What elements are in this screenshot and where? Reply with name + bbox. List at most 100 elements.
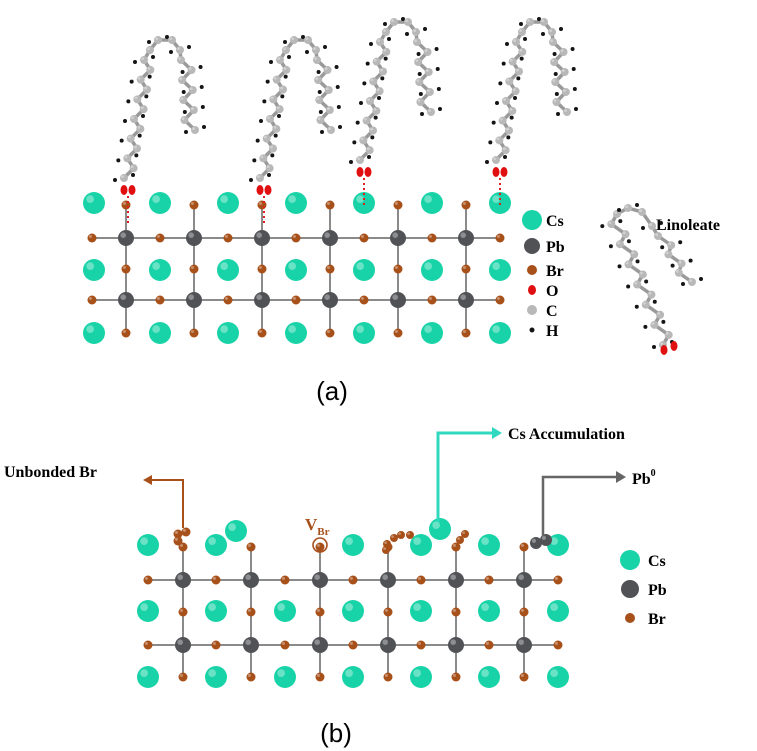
ligand-2-carbon-shine	[276, 106, 280, 110]
ligand-2-carbon	[316, 116, 325, 124]
free-linoleate-carbon-shine	[676, 270, 679, 273]
br-atom	[383, 672, 393, 682]
ligand-4-hydrogen	[506, 135, 511, 140]
ligand-1-carbon	[146, 46, 154, 54]
cs-atom-shine	[140, 603, 148, 612]
pb-atom	[118, 230, 134, 246]
ligand-3-carbon-shine	[377, 39, 380, 42]
pb-atom	[380, 637, 396, 653]
ligand-4-hydrogen	[541, 32, 545, 36]
br-atom	[246, 672, 256, 682]
br-atom-shine	[452, 673, 456, 677]
ligand-1-carbon	[133, 144, 141, 153]
pb0-label-main: Pb	[632, 471, 651, 488]
ligand-4-hydrogen	[554, 92, 559, 96]
ligand-3-carbon-shine	[367, 98, 370, 101]
ligand-3-carbon-shine	[416, 79, 420, 82]
ligand-2-carbon	[269, 95, 278, 104]
br-atom-shine	[496, 296, 500, 300]
cs-atom-shine	[481, 603, 489, 612]
pb-atom-shine	[460, 294, 467, 301]
pb-atom-shine	[324, 232, 331, 238]
free-linoleate-carbon	[621, 230, 630, 239]
cs-atom-surface	[342, 534, 364, 556]
cs-atom-surface-shine	[550, 537, 559, 546]
cs-atom-shine	[152, 195, 160, 203]
ligand-2-carbon-shine	[325, 87, 329, 90]
ligand-2-hydrogen	[335, 85, 340, 89]
cs-atom	[478, 600, 500, 622]
pb0-atom-shine	[541, 535, 547, 541]
ligand-2-hydrogen	[305, 50, 309, 54]
free-linoleate-carbon-shine	[608, 221, 612, 225]
legend-pb-symbol	[524, 238, 540, 254]
ligand-4-carbon-shine	[509, 58, 513, 62]
ligand-1-carbon-shine	[137, 76, 141, 80]
ligand-1-carbon-shine	[147, 47, 151, 50]
ligand-2-carbon	[282, 46, 290, 54]
free-linoleate-carbon-shine	[678, 260, 682, 264]
br-atom	[291, 295, 301, 305]
pb-atom	[186, 230, 202, 246]
free-linoleate-carbon-shine	[614, 211, 617, 215]
br-atom-shine	[258, 329, 262, 333]
ligand-2-carbon-shine	[280, 86, 283, 90]
pb-atom	[243, 637, 259, 653]
ligand-4-carbon-shine	[552, 79, 556, 82]
ligand-2-hydrogen	[269, 60, 273, 64]
ligand-3-hydrogen	[369, 42, 373, 46]
ligand-1-carbon-shine	[127, 135, 131, 139]
pb-atom-shine	[256, 294, 263, 301]
ligand-2-carbon	[272, 124, 281, 133]
ligand-3-carbon	[424, 68, 433, 76]
pb0-atom-shine	[531, 538, 537, 544]
ligand-3-carbon-shine	[380, 68, 383, 72]
free-linoleate-hydrogen	[635, 259, 640, 264]
br-atom	[291, 233, 301, 243]
ligand-4-hydrogen	[495, 101, 499, 105]
ligand-1-hydrogen	[133, 60, 137, 64]
cs-atom-shine	[208, 603, 216, 612]
ligand-2-hydrogen	[280, 94, 285, 99]
ligand-3-carbon-shine	[405, 19, 408, 22]
free-linoleate-hydrogen	[699, 277, 703, 281]
ligand-1-carbon	[188, 86, 197, 94]
cs-atom-shine	[424, 262, 432, 270]
legend-b-pb-symbol	[621, 580, 639, 598]
ligand-1-hydrogen	[169, 50, 173, 54]
cs-atom-shine	[550, 669, 559, 678]
pb-atom	[390, 292, 406, 308]
ligand-4-hydrogen	[498, 81, 503, 86]
br-atom-shine	[316, 608, 320, 612]
br-atom	[519, 542, 529, 552]
pb-atom	[312, 572, 328, 588]
pb-atom	[312, 637, 328, 653]
free-linoleate-carbon	[688, 278, 696, 286]
cs-atom	[137, 600, 159, 622]
cs-atom-shine	[345, 669, 353, 678]
free-linoleate-carbon-shine	[651, 322, 655, 325]
legend-c-label: C	[546, 303, 558, 320]
vacancy-label: VBr	[305, 515, 330, 538]
pb-atom	[458, 292, 474, 308]
ligand-4-carbon	[548, 28, 556, 36]
ligand-2-carbon	[266, 115, 274, 123]
free-linoleate-carbon	[638, 208, 646, 216]
br-atom	[495, 295, 505, 305]
ligand-3-hydrogen	[349, 160, 353, 164]
br-atom-shine	[316, 673, 320, 677]
pb-atom	[254, 230, 270, 246]
ligand-3-hydrogen	[423, 27, 427, 31]
ligand-1-hydrogen	[144, 94, 149, 99]
ligand-4-carbon-shine	[560, 49, 564, 52]
ligand-2-carbon-shine	[283, 47, 286, 50]
br-atom-shine	[326, 201, 330, 205]
ligand-1-carbon-shine	[121, 175, 124, 179]
ligand-1-carbon-shine	[134, 96, 138, 100]
br-atom	[143, 575, 153, 585]
pb-atom	[458, 230, 474, 246]
br-atom	[416, 575, 426, 585]
br-atom-shine	[190, 201, 194, 205]
ligand-2-hydrogen	[287, 55, 291, 59]
